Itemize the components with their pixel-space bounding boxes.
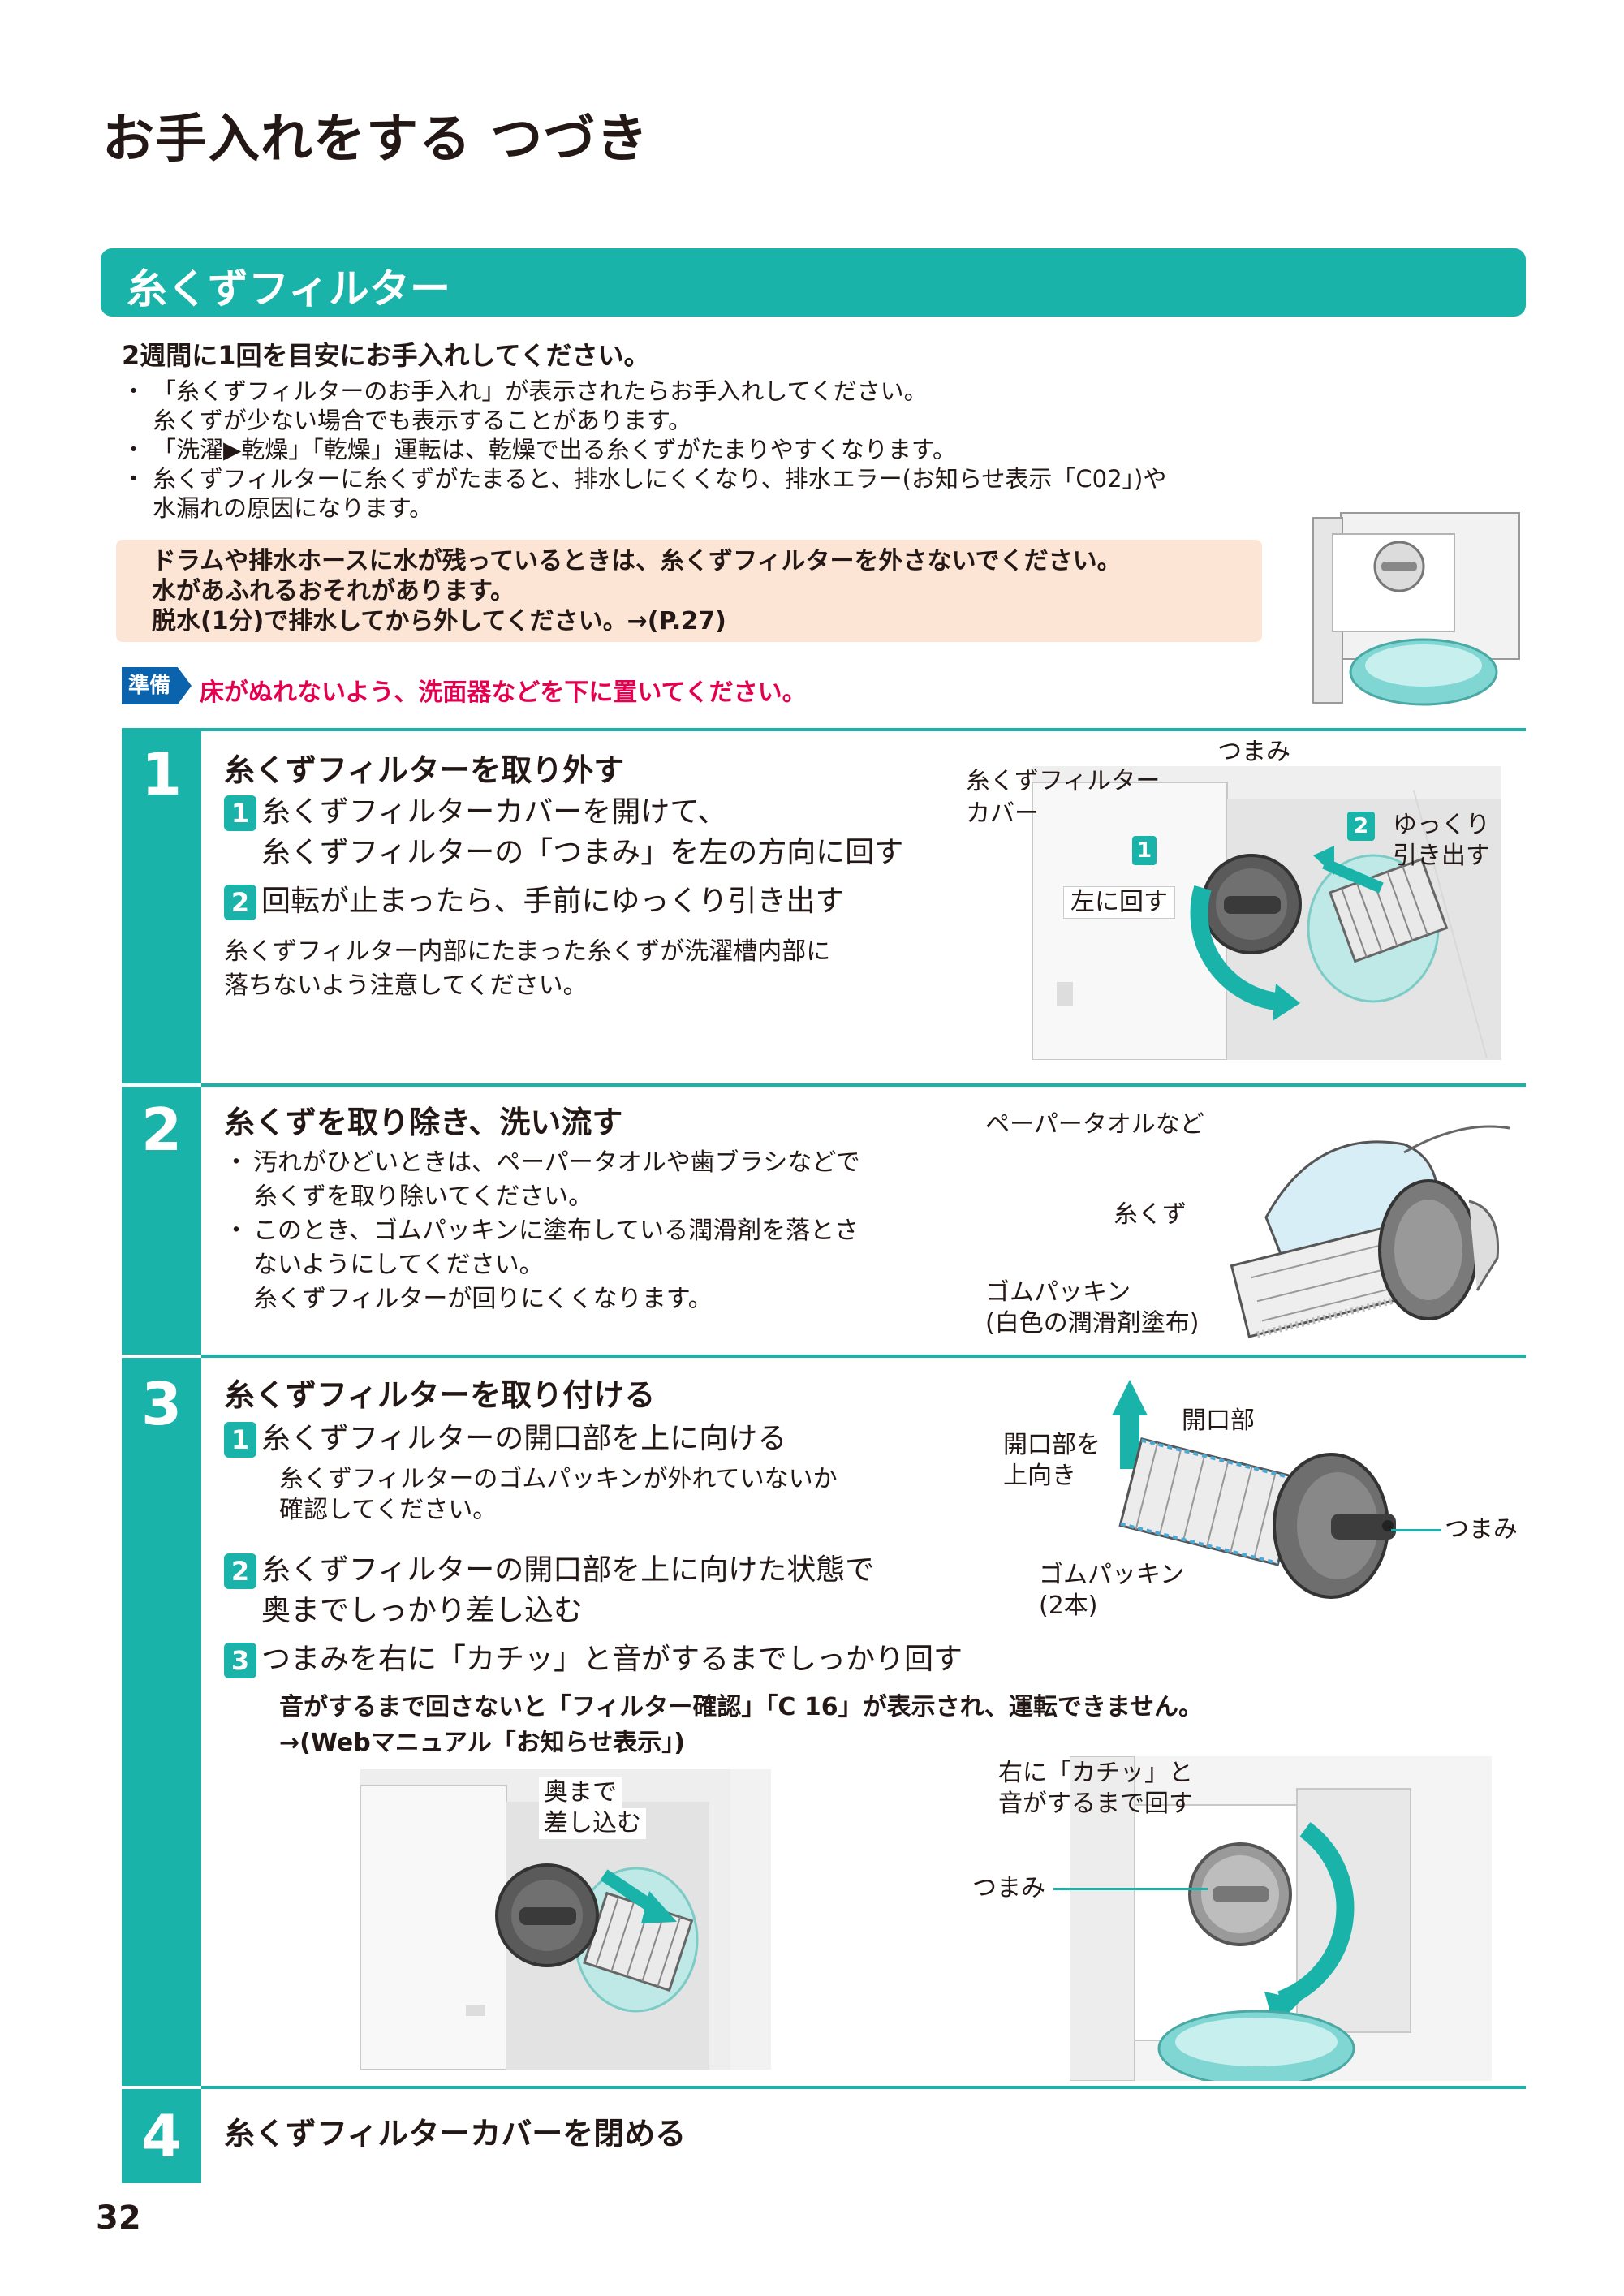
leader-line bbox=[1391, 1529, 1441, 1531]
label-knob: つまみ bbox=[1217, 738, 1290, 766]
label-gasket-1: ゴムパッキン bbox=[1039, 1561, 1185, 1589]
label-filter-cover-1: 糸くずフィルター bbox=[966, 767, 1161, 795]
substep-text: つまみを右に「カチッ」と音がするまでしっかり回す bbox=[261, 1643, 963, 1676]
step-2-number: 2 bbox=[140, 1096, 183, 1164]
callout-badge-1: 1 bbox=[1132, 836, 1157, 865]
step-4-number: 4 bbox=[140, 2102, 183, 2170]
note-line: 糸くずを取り除いてください。 bbox=[253, 1182, 593, 1211]
step-3-warning: 音がするまで回さないと「フィルター確認」「C 16」が表示され、運転できません。… bbox=[279, 1690, 1203, 1761]
substep-number: 1 bbox=[224, 1422, 256, 1458]
bullet-item: 「洗濯▶乾燥」「乾燥」運転は、乾燥で出る糸くずがたまりやすくなります。 bbox=[122, 435, 1166, 464]
note-line: このとき、ゴムパッキンに塗布している潤滑剤を落とさ bbox=[224, 1214, 860, 1248]
label-pull-2: 引き出す bbox=[1393, 842, 1490, 870]
substep-number: 3 bbox=[224, 1643, 256, 1678]
bullet-item: 糸くずフィルターに糸くずがたまると、排水しにくくなり、排水エラー(お知らせ表示「… bbox=[122, 464, 1166, 493]
note-line: 確認してください。 bbox=[279, 1496, 498, 1524]
step-divider bbox=[201, 728, 1526, 731]
note-line: 糸くずフィルターのゴムパッキンが外れていないか bbox=[279, 1465, 838, 1493]
step-2-notes: 汚れがひどいときは、ペーパータオルや歯ブラシなどで 糸くずを取り除いてください。… bbox=[224, 1146, 860, 1316]
step-divider bbox=[201, 1083, 1526, 1087]
substep-text: 回転が止まったら、手前にゆっくり引き出す bbox=[261, 885, 845, 918]
label-turn-left: 左に回す bbox=[1063, 886, 1175, 919]
step-2-title: 糸くずを取り除き、洗い流す bbox=[224, 1105, 623, 1140]
section-header: 糸くずフィルター bbox=[101, 248, 1526, 317]
step-2-illustration bbox=[1217, 1096, 1510, 1339]
step-1-note: 糸くずフィルター内部にたまった糸くずが洗濯槽内部に 落ちないよう注意してください… bbox=[224, 935, 830, 1003]
label-paper-towel: ペーパータオルなど bbox=[985, 1110, 1204, 1139]
page-number: 32 bbox=[96, 2199, 141, 2237]
caution-box: ドラムや排水ホースに水が残っているときは、糸くずフィルターを外さないでください。… bbox=[116, 540, 1262, 642]
caution-line: ドラムや排水ホースに水が残っているときは、糸くずフィルターを外さないでください。 bbox=[152, 547, 1122, 575]
label-opening-up-2: 上向き bbox=[1003, 1462, 1076, 1490]
step-1-number: 1 bbox=[140, 740, 183, 808]
note-line: 糸くずフィルター内部にたまった糸くずが洗濯槽内部に bbox=[224, 937, 831, 966]
step-3-title: 糸くずフィルターを取り付ける bbox=[224, 1377, 656, 1413]
bullet-continuation: 糸くずが少ない場合でも表示することがあります。 bbox=[153, 407, 692, 434]
note-line: 汚れがひどいときは、ペーパータオルや歯ブラシなどで bbox=[224, 1146, 860, 1180]
step-3-substep-1-note: 糸くずフィルターのゴムパッキンが外れていないか 確認してください。 bbox=[279, 1464, 838, 1526]
preparation-text: 床がぬれないよう、洗面器などを下に置いてください。 bbox=[200, 678, 807, 707]
label-gasket-1: ゴムパッキン bbox=[985, 1278, 1131, 1307]
step-1-substep-1-line2: 糸くずフィルターの「つまみ」を左の方向に回す bbox=[261, 836, 904, 869]
label-turn-right-1: 右に「カチッ」と bbox=[998, 1759, 1193, 1787]
label-opening: 開口部 bbox=[1182, 1406, 1255, 1435]
note-line: 落ちないよう注意してください。 bbox=[224, 971, 588, 1000]
note-line: ないようにしてください。 bbox=[253, 1251, 544, 1279]
label-pull-1: ゆっくり bbox=[1393, 811, 1490, 839]
label-knob-2: つまみ bbox=[972, 1874, 1045, 1902]
step-3-number-column bbox=[122, 1358, 201, 2086]
intro-lead: 2週間に1回を目安にお手入れしてください。 bbox=[122, 340, 650, 371]
callout-badge-2: 2 bbox=[1347, 812, 1375, 841]
substep-number: 2 bbox=[224, 885, 256, 920]
step-4-number-column bbox=[122, 2089, 201, 2183]
leader-line bbox=[1053, 1888, 1208, 1890]
page-title: お手入れをする つづき bbox=[102, 110, 649, 170]
section-title: 糸くずフィルター bbox=[127, 265, 450, 312]
label-gasket-2: (白色の潤滑剤塗布) bbox=[985, 1309, 1200, 1338]
bullet-continuation: 水漏れの原因になります。 bbox=[153, 494, 433, 522]
caution-line: 水があふれるおそれがあります。 bbox=[152, 577, 515, 605]
note-line: 糸くずフィルターが回りにくくなります。 bbox=[253, 1285, 713, 1313]
substep-number: 1 bbox=[224, 795, 256, 831]
bullet-item: 「糸くずフィルターのお手入れ」が表示されたらお手入れしてください。 bbox=[122, 377, 1166, 406]
substep-text: 糸くずフィルターの開口部を上に向ける bbox=[261, 1422, 787, 1455]
label-insert-2: 差し込む bbox=[539, 1808, 646, 1839]
intro-bullets: 「糸くずフィルターのお手入れ」が表示されたらお手入れしてください。 糸くずが少な… bbox=[122, 377, 1166, 523]
preparation-badge: 準備 bbox=[122, 667, 192, 704]
substep-number: 2 bbox=[224, 1553, 256, 1589]
substep-text: 糸くずフィルターの開口部を上に向けた状態で bbox=[261, 1553, 875, 1587]
step-3-number: 3 bbox=[140, 1370, 183, 1438]
step-divider bbox=[201, 2086, 1526, 2089]
step-3-turn-right-illustration bbox=[1070, 1756, 1492, 2081]
label-lint: 糸くず bbox=[1114, 1200, 1187, 1229]
label-opening-up-1: 開口部を bbox=[1003, 1431, 1101, 1459]
step-1-title: 糸くずフィルターを取り外す bbox=[224, 752, 625, 788]
step-4-title: 糸くずフィルターカバーを閉める bbox=[224, 2116, 687, 2152]
step-3-substep-2-line2: 奥までしっかり差し込む bbox=[261, 1594, 584, 1627]
label-gasket-2: (2本) bbox=[1039, 1592, 1098, 1620]
step-divider bbox=[201, 1355, 1526, 1358]
label-insert-1: 奥まで bbox=[539, 1777, 622, 1808]
caution-line: 脱水(1分)で排水してから外してください。→(P.27) bbox=[152, 607, 726, 635]
label-filter-cover-2: カバー bbox=[966, 799, 1039, 828]
label-turn-right-2: 音がするまで回す bbox=[998, 1790, 1193, 1818]
warning-line: 音がするまで回さないと「フィルター確認」「C 16」が表示され、運転できません。 bbox=[279, 1693, 1204, 1721]
step-1-number-column bbox=[122, 728, 201, 1083]
substep-text: 糸くずフィルターカバーを開けて、 bbox=[261, 795, 727, 829]
label-knob: つまみ bbox=[1445, 1515, 1518, 1544]
filter-location-illustration bbox=[1308, 510, 1521, 708]
step-1-illustration bbox=[1032, 766, 1501, 1060]
warning-line: →(Webマニュアル「お知らせ表示」) bbox=[279, 1729, 685, 1757]
step-2-number-column bbox=[122, 1087, 201, 1355]
step-3-filter-illustration bbox=[1112, 1380, 1404, 1607]
